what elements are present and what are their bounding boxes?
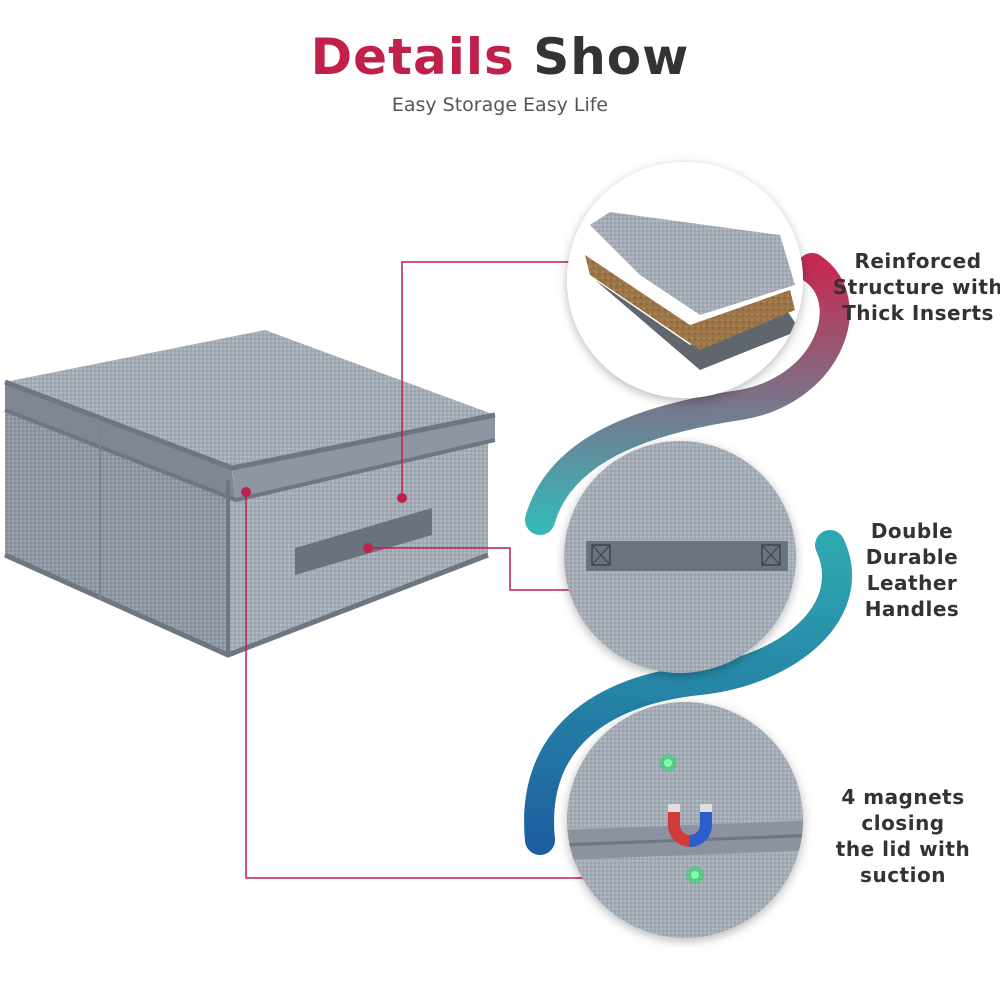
title-rest-word: Show <box>533 28 690 86</box>
feature-line: Reinforced <box>854 249 982 273</box>
feature-label-handles: Double Durable Leather Handles <box>822 518 1000 622</box>
feature-line: closing <box>861 811 945 835</box>
storage-box-image <box>3 330 496 658</box>
page-subtitle: Easy Storage Easy Life <box>391 94 609 116</box>
callout-lines <box>245 261 590 879</box>
feature-line: Handles <box>864 597 960 621</box>
title-accent-word: Details <box>310 28 515 86</box>
magnet-icon <box>668 804 712 847</box>
feature-line: 4 magnets <box>841 785 965 809</box>
ribbon-top <box>525 253 850 535</box>
feature-line: Structure with <box>832 275 1000 299</box>
callout-dots <box>241 487 407 553</box>
feature-line: suction <box>860 863 946 887</box>
page-title: Details Show <box>0 28 1000 86</box>
feature-line: Double Durable <box>865 519 959 569</box>
feature-label-magnets: 4 magnets closing the lid with suction <box>813 784 993 888</box>
handle-closeup-image <box>586 541 788 571</box>
insert-layers-image <box>567 162 803 398</box>
feature-line: Thick Inserts <box>842 301 994 325</box>
ribbon-bottom <box>524 530 852 855</box>
feature-line: the lid with <box>835 837 971 861</box>
feature-line: Leather <box>866 571 958 595</box>
feature-label-reinforced: Reinforced Structure with Thick Inserts <box>828 248 1000 326</box>
detail-circle-magnets <box>567 702 803 938</box>
